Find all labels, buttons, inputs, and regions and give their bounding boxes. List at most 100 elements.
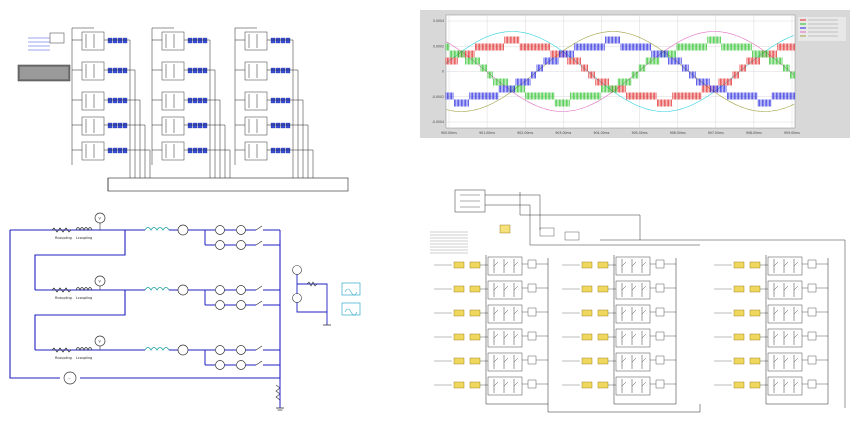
switch-gate: [793, 261, 799, 267]
cell-block: [487, 280, 523, 300]
switch-icon: [255, 360, 263, 366]
cell-block: [161, 61, 185, 81]
gate-driver-icon: [202, 67, 208, 74]
gate-driver-icon: [285, 97, 291, 104]
cell-block: [487, 304, 523, 324]
cell-block: [767, 352, 803, 372]
pulse-block-icon: [749, 261, 761, 269]
gate-driver-icon: [202, 147, 208, 154]
cell-block: [615, 256, 651, 276]
gate-driver-icon: [280, 122, 286, 129]
cell-block: [81, 61, 105, 81]
switch-gate: [621, 309, 627, 315]
scope-block-icon: [341, 302, 361, 316]
gate-driver-icon: [117, 97, 123, 104]
pulse-block-icon: [453, 381, 465, 389]
switch-gate: [621, 381, 627, 387]
pulse-block-icon: [453, 285, 465, 293]
gate-driver-icon: [202, 97, 208, 104]
pwm-trace: [445, 36, 795, 107]
switch-gate: [773, 309, 779, 315]
gate-driver-icon: [192, 37, 198, 44]
current-sensor-icon: [236, 360, 246, 370]
cell-block: [767, 328, 803, 348]
pulse-block-icon: [469, 261, 481, 269]
pwm-trace: [445, 36, 795, 107]
voltmeter-icon: [94, 335, 106, 347]
gate-driver-icon: [117, 67, 123, 74]
gate-driver-icon: [275, 37, 281, 44]
routing-wire: [519, 192, 641, 240]
cell-block: [161, 141, 185, 161]
gate-driver-icon: [122, 97, 128, 104]
ac-source-icon: [63, 371, 77, 385]
switch-gate: [783, 357, 789, 363]
switch-gate: [493, 357, 499, 363]
routing-wire: [485, 204, 700, 246]
pulse-block-icon: [469, 357, 481, 365]
switch-gate: [503, 261, 509, 267]
pulse-block-icon: [581, 309, 593, 317]
switch-gate: [641, 333, 647, 339]
pulse-block-icon: [453, 261, 465, 269]
x-tick-label: 904.00ms: [593, 131, 609, 135]
gate-driver-icon: [117, 122, 123, 129]
gate-driver-icon: [275, 147, 281, 154]
current-sensor-icon: [215, 345, 225, 355]
gate-driver-icon: [107, 122, 113, 129]
pulse-block-icon: [733, 333, 745, 341]
switch-gate: [773, 261, 779, 267]
gate-driver-icon: [270, 122, 276, 129]
switch-icon: [255, 240, 263, 246]
pulse-block-icon: [581, 333, 593, 341]
gate-driver-icon: [192, 67, 198, 74]
gate-driver-icon: [275, 67, 281, 74]
gate-driver-icon: [187, 67, 193, 74]
switch-gate: [503, 285, 509, 291]
switch-gate: [783, 309, 789, 315]
pulse-block-icon: [453, 357, 465, 365]
switch-gate: [631, 357, 637, 363]
x-tick-label: 908.00ms: [746, 131, 762, 135]
return-wire: [547, 404, 701, 413]
switch-gate: [793, 381, 799, 387]
inductor-label: Lcoupling: [76, 296, 92, 300]
switch-icon: [255, 300, 263, 306]
gate-driver-icon: [197, 67, 203, 74]
gate-driver-icon: [270, 37, 276, 44]
switch-gate: [773, 381, 779, 387]
switch-gate: [631, 285, 637, 291]
current-sensor-icon: [215, 300, 225, 310]
switch-gate: [503, 333, 509, 339]
cap-block: [527, 283, 537, 293]
cap-block: [807, 283, 817, 293]
phase-row-3: Rcoupling Lcoupling V: [51, 335, 106, 360]
gate-driver-icon: [112, 147, 118, 154]
gate-driver-icon: [275, 122, 281, 129]
cell-block: [487, 328, 523, 348]
x-tick-label: 901.00ms: [479, 131, 495, 135]
cap-block: [527, 259, 537, 269]
pwm-waveforms: [445, 36, 795, 107]
gate-driver-icon: [285, 147, 291, 154]
voltmeter-symbol: V: [99, 217, 102, 221]
x-tick-label: 906.00ms: [670, 131, 686, 135]
cell-block: [244, 61, 268, 81]
switch-gate: [513, 309, 519, 315]
gate-driver-icon: [280, 67, 286, 74]
switch-gate: [631, 309, 637, 315]
cap-block: [655, 331, 665, 341]
pulse-block-icon: [469, 381, 481, 389]
y-tick-label: 0.0004: [433, 19, 444, 23]
switch-gate: [793, 357, 799, 363]
switch-gate: [503, 381, 509, 387]
gate-driver-icon: [285, 122, 291, 129]
voltmeter-icon: [94, 212, 106, 224]
pulse-block-icon: [733, 261, 745, 269]
multilevel-converter-schematic: [430, 189, 846, 413]
gate-driver-icon: [202, 122, 208, 129]
pulse-block-icon: [733, 285, 745, 293]
gate-driver-icon: [197, 122, 203, 129]
pulse-block-icon: [749, 309, 761, 317]
